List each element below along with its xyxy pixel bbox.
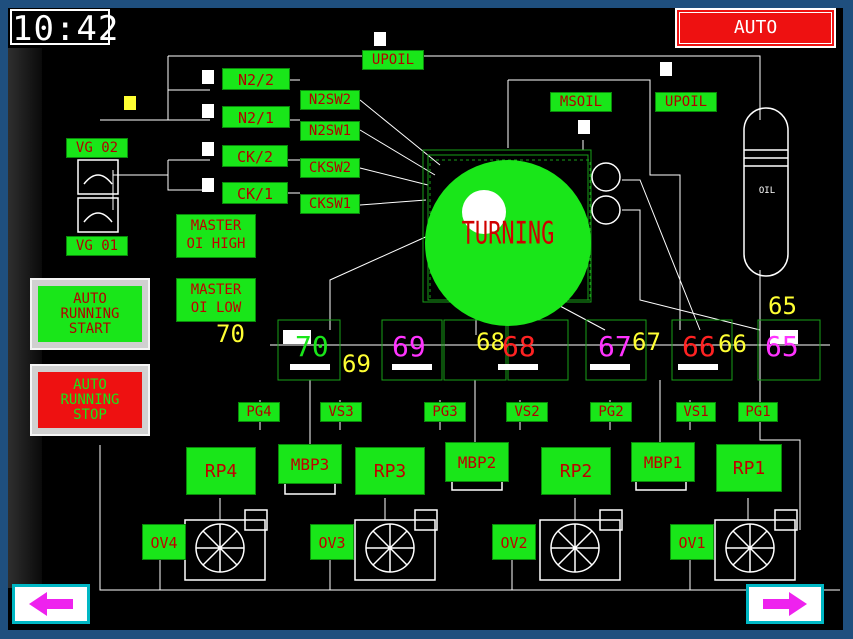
sensor-pg2: PG2 — [590, 402, 632, 422]
valve-67-number[interactable]: 67 — [598, 330, 632, 363]
valve-ck-1-label[interactable]: CK/1 — [222, 182, 288, 204]
pump-rp2[interactable]: RP2 — [541, 447, 611, 495]
valve-67-tag: 67 — [632, 328, 661, 356]
turning-chamber[interactable] — [425, 160, 591, 326]
valve-ck-2-label[interactable]: CK/2 — [222, 145, 288, 167]
cksw1-label: CKSW1 — [300, 194, 360, 214]
sensor-vs1: VS1 — [676, 402, 716, 422]
valve-ov4[interactable]: OV4 — [142, 524, 186, 560]
msoil-label: MSOIL — [550, 92, 612, 112]
pump-rp3[interactable]: RP3 — [355, 447, 425, 495]
valve-n2-2-label[interactable]: N2/2 — [222, 68, 290, 90]
valve-68-tag: 68 — [476, 328, 505, 356]
next-page-button[interactable] — [746, 584, 824, 624]
upoil-top-label: UPOIL — [362, 50, 424, 70]
valve-65-number[interactable]: 65 — [765, 330, 799, 363]
pump-rp4[interactable]: RP4 — [186, 447, 256, 495]
sensor-vs2: VS2 — [506, 402, 548, 422]
valve-68-number[interactable]: 68 — [502, 330, 536, 363]
vg01-label: VG 01 — [66, 236, 128, 256]
valve-n2-1-label[interactable]: N2/1 — [222, 106, 290, 128]
prev-page-button[interactable] — [12, 584, 90, 624]
turning-label: TURNING — [461, 217, 555, 252]
auto-mode-button[interactable]: AUTO — [675, 8, 836, 48]
valve-66-number[interactable]: 66 — [682, 330, 716, 363]
valve-70-number[interactable]: 70 — [295, 330, 329, 363]
valve-65-tag: 65 — [768, 292, 797, 320]
valve-66-tag: 66 — [718, 330, 747, 358]
arrow-left-icon — [29, 592, 73, 616]
master-oil-low-alarm: MASTER OI LOW — [176, 278, 256, 322]
auto-running-stop-button[interactable]: AUTO RUNNING STOP — [30, 364, 150, 436]
master-oil-high-alarm: MASTER OI HIGH — [176, 214, 256, 258]
arrow-right-icon — [763, 592, 807, 616]
valve-69-number[interactable]: 69 — [392, 330, 426, 363]
chamber-viewport — [462, 190, 506, 234]
auto-start-label: AUTO RUNNING START — [38, 286, 142, 342]
pump-mbp2[interactable]: MBP2 — [445, 442, 509, 482]
pump-mbp3[interactable]: MBP3 — [278, 444, 342, 484]
valve-ov3[interactable]: OV3 — [310, 524, 354, 560]
auto-running-start-button[interactable]: AUTO RUNNING START — [30, 278, 150, 350]
oil-tank-label: OIL — [758, 186, 776, 196]
sensor-vs3: VS3 — [320, 402, 362, 422]
cksw2-label: CKSW2 — [300, 158, 360, 178]
n2sw1-label: N2SW1 — [300, 121, 360, 141]
sensor-pg4: PG4 — [238, 402, 280, 422]
valve-ov1[interactable]: OV1 — [670, 524, 714, 560]
pump-mbp1[interactable]: MBP1 — [631, 442, 695, 482]
valve-69-tag: 69 — [342, 350, 371, 378]
clock-display: 10:42 — [10, 9, 120, 49]
valve-70-tag: 70 — [216, 320, 245, 348]
valve-ov2[interactable]: OV2 — [492, 524, 536, 560]
sensor-pg3: PG3 — [424, 402, 466, 422]
sensor-pg1: PG1 — [738, 402, 778, 422]
auto-stop-label: AUTO RUNNING STOP — [38, 372, 142, 428]
upoil-right-label: UPOIL — [655, 92, 717, 112]
n2sw2-label: N2SW2 — [300, 90, 360, 110]
vg02-label: VG 02 — [66, 138, 128, 158]
pump-rp1[interactable]: RP1 — [716, 444, 782, 492]
